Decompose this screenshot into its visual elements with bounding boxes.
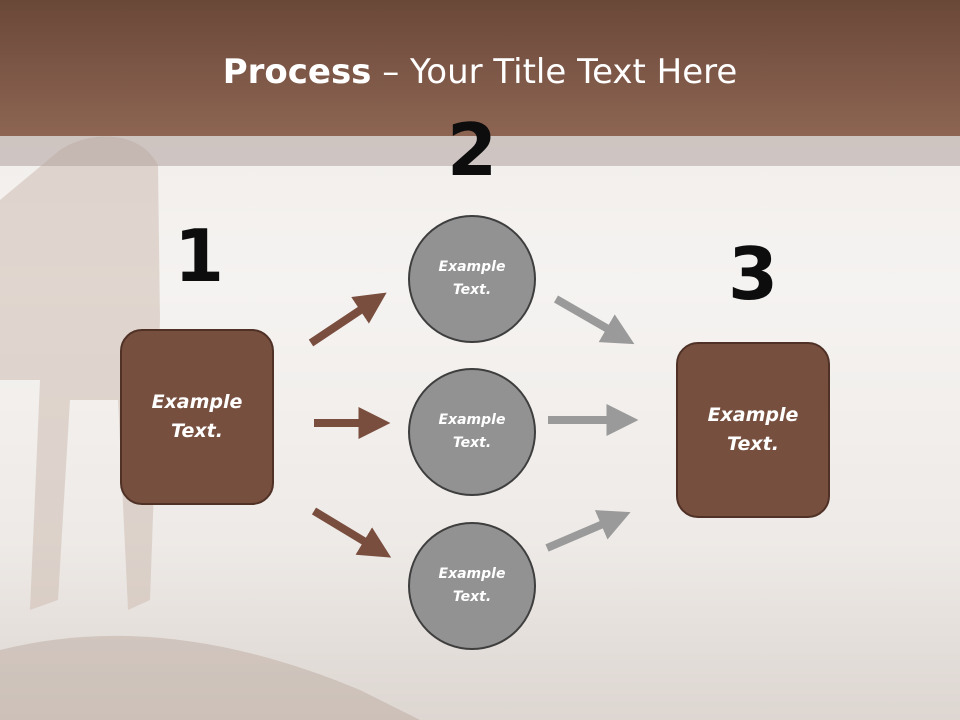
circle-node-top[interactable]: Example Text.	[408, 215, 536, 343]
header-band	[0, 0, 960, 136]
arrow-left-to-top	[308, 292, 387, 347]
right-process-box[interactable]: Example Text.	[676, 342, 830, 518]
right-box-text: Example Text.	[707, 404, 799, 455]
title-rest: – Your Title Text Here	[371, 52, 738, 92]
circle-node-middle[interactable]: Example Text.	[408, 368, 536, 496]
circle-middle-text: Example Text.	[438, 412, 506, 451]
step-number-2: 2	[446, 108, 498, 192]
left-box-text: Example Text.	[151, 391, 243, 442]
arrow-top-to-right	[554, 295, 635, 345]
circle-node-bottom[interactable]: Example Text.	[408, 522, 536, 650]
step-number-1: 1	[173, 214, 225, 298]
circle-top-text: Example Text.	[438, 259, 506, 298]
title-bold: Process	[222, 52, 372, 92]
header-strip	[0, 136, 960, 166]
slide-title: Process – Your Title Text Here	[0, 52, 960, 92]
arrow-bottom-to-right	[545, 510, 631, 552]
circle-bottom-text: Example Text.	[438, 566, 506, 605]
left-process-box[interactable]: Example Text.	[120, 329, 274, 505]
arrow-left-to-bottom	[311, 507, 392, 558]
step-number-3: 3	[727, 232, 779, 316]
